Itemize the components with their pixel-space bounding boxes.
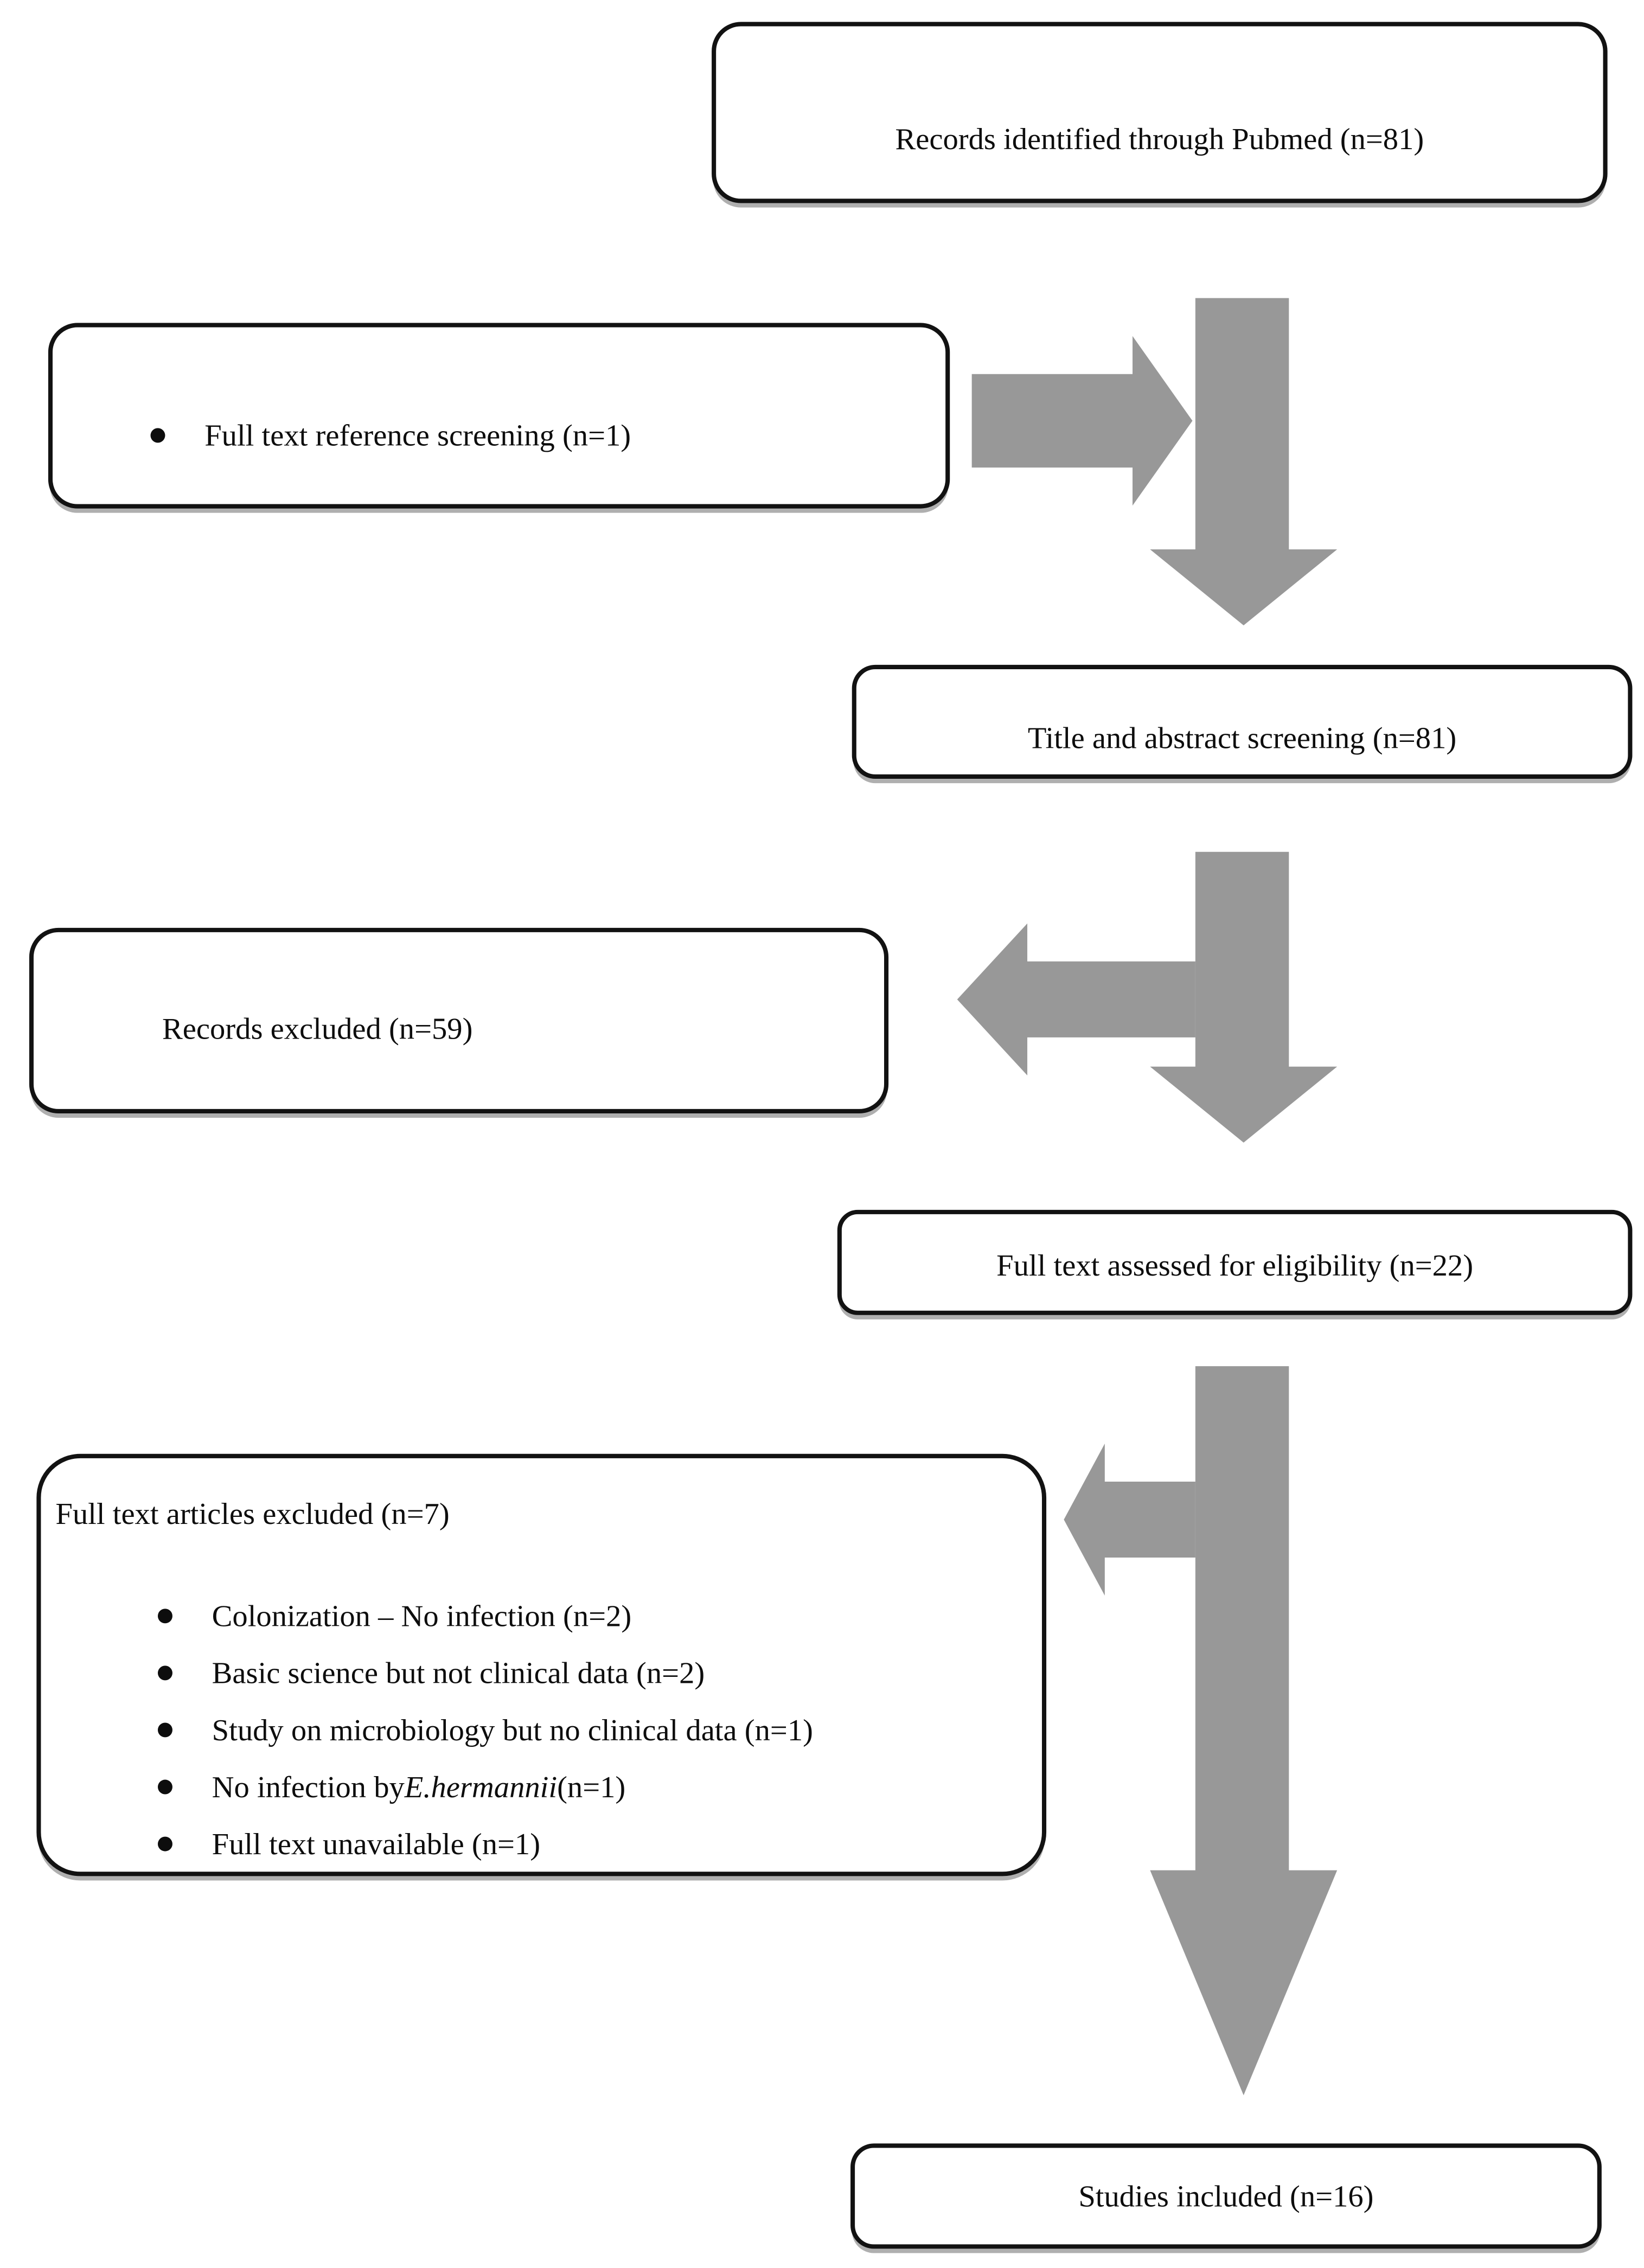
list-item-italic: E.hermannii xyxy=(404,1769,558,1804)
list-item-text: No infection by xyxy=(212,1769,405,1804)
box-label: Full text assessed for eligibility (n=22… xyxy=(996,1247,1474,1283)
box-fulltext-assessed: Full text assessed for eligibility (n=22… xyxy=(837,1209,1633,1315)
list-item: Full text unavailable (n=1) xyxy=(157,1815,1016,1872)
excluded-reasons-list: Colonization – No infection (n=2) Basic … xyxy=(55,1587,1015,1872)
box-label: Title and abstract screening (n=81) xyxy=(1027,720,1457,755)
list-item-text: Full text unavailable (n=1) xyxy=(212,1825,541,1861)
box-label: Records identified through Pubmed (n=81) xyxy=(895,121,1424,157)
box-header: Full text articles excluded (n=7) xyxy=(55,1496,450,1532)
bullet-icon xyxy=(157,1779,172,1794)
bullet-icon xyxy=(150,427,165,443)
bullet-icon xyxy=(157,1607,172,1623)
list-item: No infection by E.hermannii (n=1) xyxy=(157,1758,1016,1815)
bullet-icon xyxy=(157,1665,172,1680)
list-item-suffix: (n=1) xyxy=(557,1769,626,1804)
bullet-icon xyxy=(157,1722,172,1737)
bullet-icon xyxy=(157,1836,172,1851)
list-item-text: Study on microbiology but no clinical da… xyxy=(212,1712,813,1747)
list-item: Study on microbiology but no clinical da… xyxy=(157,1701,1016,1758)
arrow-left-to-records-excluded xyxy=(957,923,1195,1075)
arrow-down-pubmed-to-title-screening xyxy=(1150,298,1338,626)
box-records-identified: Records identified through Pubmed (n=81) xyxy=(712,22,1608,203)
arrow-right-reference-to-flow xyxy=(971,336,1193,506)
box-label: Full text reference screening (n=1) xyxy=(204,417,631,452)
arrow-down-title-to-fulltext xyxy=(1150,851,1338,1143)
list-item-text: Basic science but not clinical data (n=2… xyxy=(212,1655,705,1690)
box-title-abstract-screening: Title and abstract screening (n=81) xyxy=(852,664,1633,779)
arrow-left-to-articles-excluded xyxy=(1064,1443,1195,1596)
box-records-excluded: Records excluded (n=59) xyxy=(29,927,889,1113)
arrow-down-fulltext-to-included xyxy=(1150,1366,1338,2096)
list-item-text: Colonization – No infection (n=2) xyxy=(212,1598,632,1633)
list-item: Colonization – No infection (n=2) xyxy=(157,1587,1016,1644)
box-fulltext-articles-excluded: Full text articles excluded (n=7) Coloni… xyxy=(36,1453,1047,1876)
box-fulltext-reference-screening: Full text reference screening (n=1) xyxy=(48,323,950,509)
list-item: Basic science but not clinical data (n=2… xyxy=(157,1644,1016,1701)
box-studies-included: Studies included (n=16) xyxy=(850,2143,1602,2249)
box-label: Records excluded (n=59) xyxy=(162,1010,473,1046)
box-label: Studies included (n=16) xyxy=(1078,2179,1374,2214)
